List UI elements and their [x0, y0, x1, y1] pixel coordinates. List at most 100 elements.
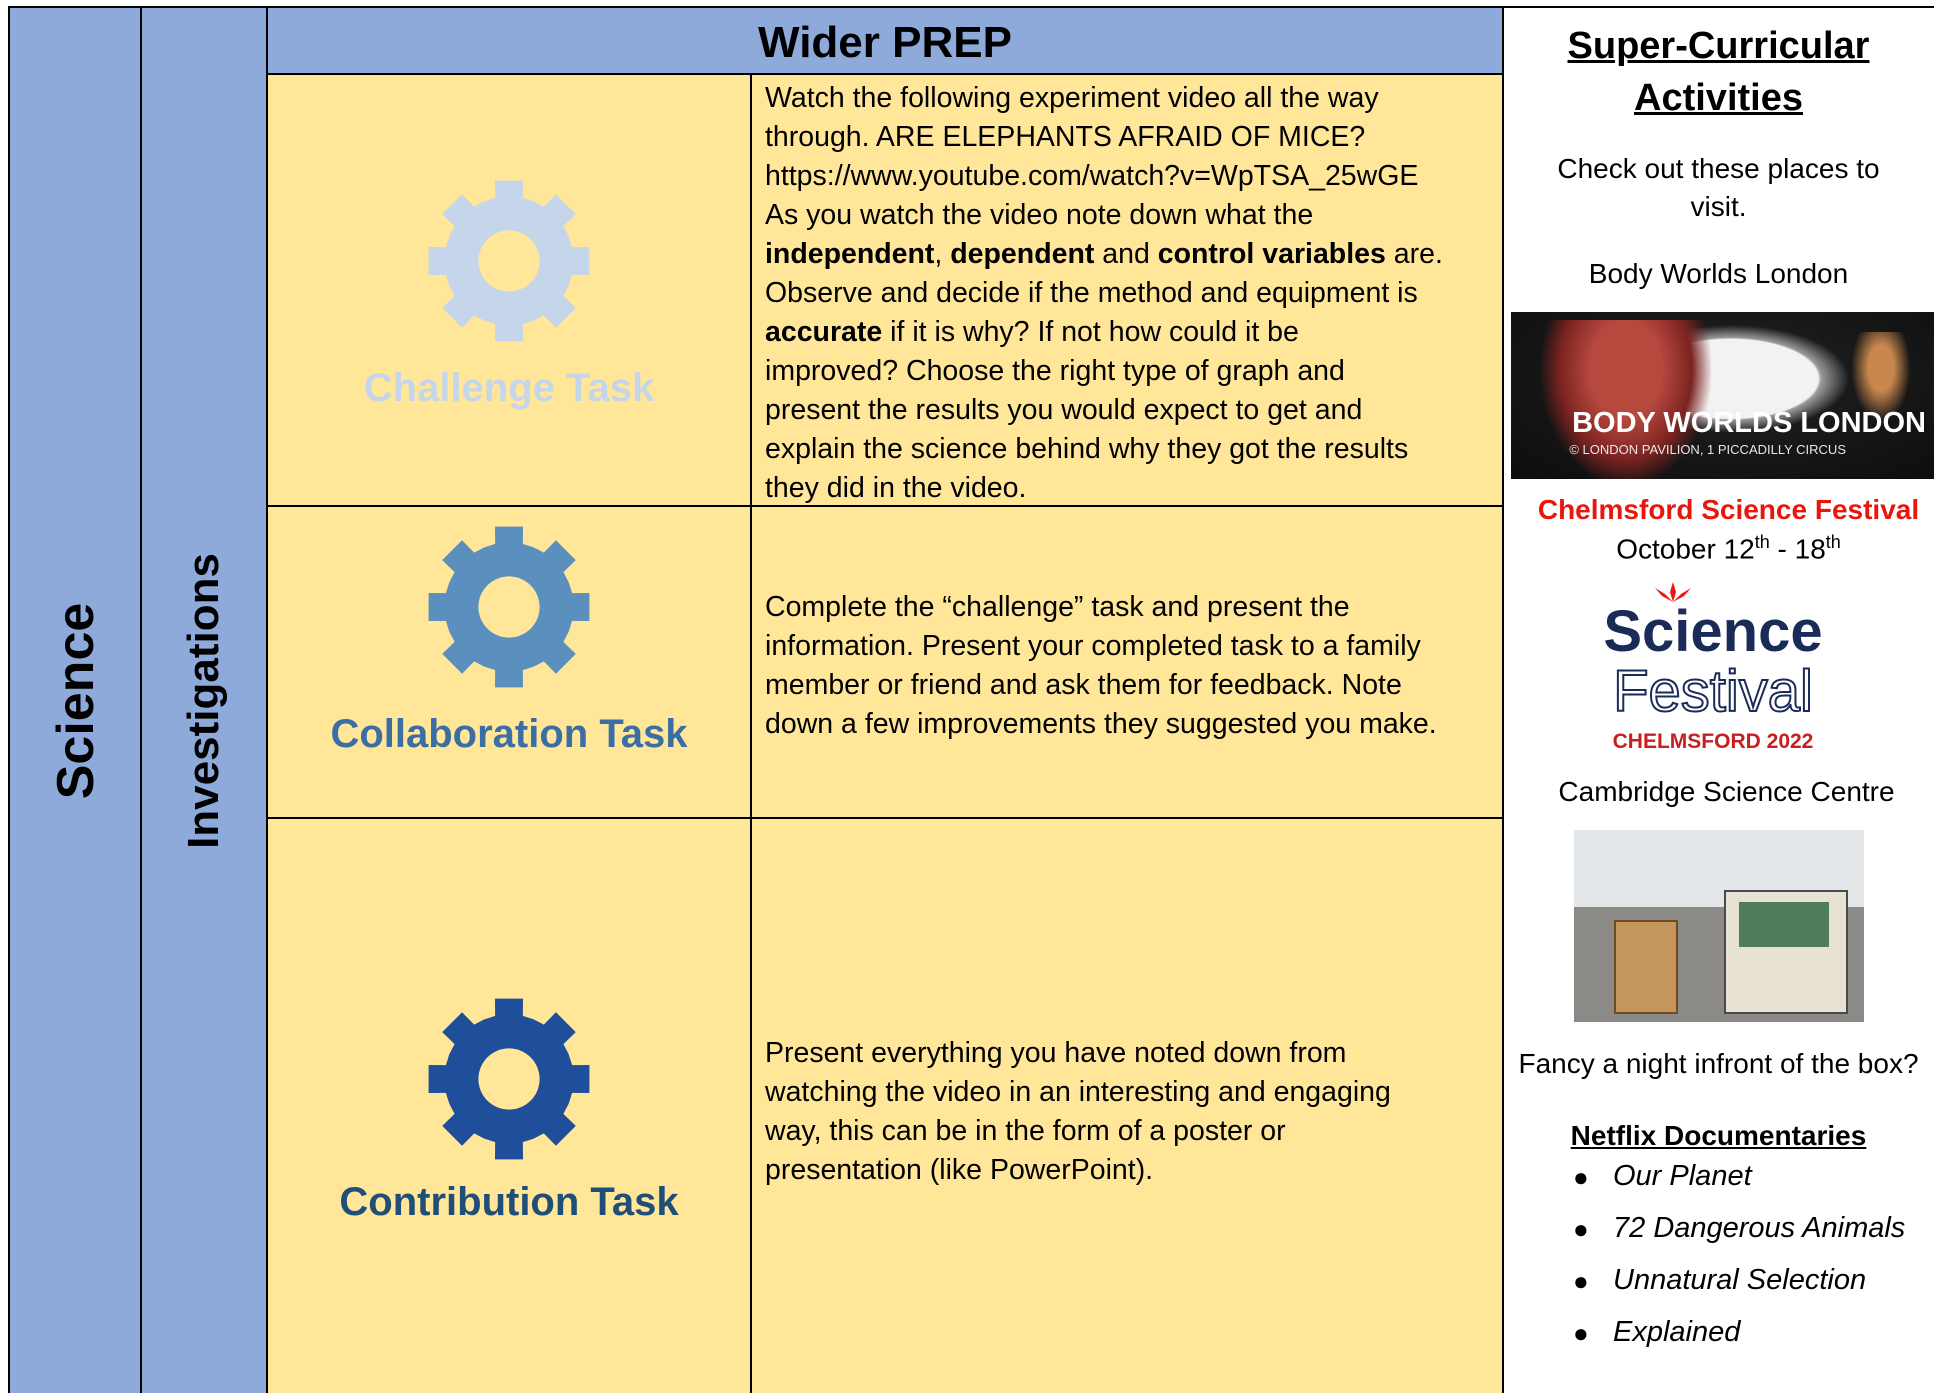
text-run: Present everything you have noted down f…	[765, 1037, 1347, 1069]
sidebar-intro-line2: visit.	[1690, 191, 1747, 222]
documentary-list: ●Our Planet●72 Dangerous Animals●Unnatur…	[1503, 1156, 1934, 1364]
grid-line	[1502, 8, 1504, 1393]
gear-icon	[428, 180, 590, 342]
text-run: and	[1094, 238, 1158, 270]
body-worlds-image-subtitle: © LONDON PAVILION, 1 PICCADILLY CIRCUS	[1569, 442, 1846, 457]
description-line: As you watch the video note down what th…	[765, 196, 1489, 235]
text-run: Complete the “challenge” task and presen…	[765, 591, 1350, 623]
documentary-title: 72 Dangerous Animals	[1613, 1212, 1906, 1244]
sidebar-title-line1: Super-Curricular	[1567, 25, 1870, 67]
description-line: through. ARE ELEPHANTS AFRAID OF MICE?	[765, 118, 1489, 157]
text-run: watching the video in an interesting and…	[765, 1076, 1391, 1108]
contribution-description: Present everything you have noted down f…	[765, 1034, 1489, 1190]
contribution-task-label: Contribution Task	[339, 1180, 679, 1224]
description-line: way, this can be in the form of a poster…	[765, 1112, 1489, 1151]
grid-line	[266, 505, 1504, 507]
text-run: Watch the following experiment video all…	[765, 82, 1379, 114]
collaboration-task-cell: Collaboration Task	[267, 506, 751, 818]
description-line: they did in the video.	[765, 469, 1489, 508]
contribution-task-cell: Contribution Task	[267, 818, 751, 1393]
documentary-title: Our Planet	[1613, 1160, 1752, 1192]
topic-column: Investigations	[141, 8, 267, 1393]
logo-science-word: Science	[1603, 599, 1823, 664]
science-festival-logo: Science Festival CHELMSFORD 2022	[1595, 580, 1831, 764]
grid-line	[750, 74, 752, 1393]
text-run: through. ARE ELEPHANTS AFRAID OF MICE?	[765, 121, 1366, 153]
description-line: down a few improvements they suggested y…	[765, 705, 1489, 744]
challenge-task-cell: Challenge Task	[267, 74, 751, 506]
text-run: Observe and decide if the method and equ…	[765, 277, 1418, 309]
grid-line	[8, 8, 10, 1393]
description-line: explain the science behind why they got …	[765, 430, 1489, 469]
festival-date-suffix1: th	[1754, 532, 1770, 552]
challenge-task-label: Challenge Task	[363, 366, 655, 410]
text-run: member or friend and ask them for feedba…	[765, 669, 1402, 701]
spark-icon	[1655, 582, 1691, 602]
description-line: member or friend and ask them for feedba…	[765, 666, 1489, 705]
subject-column: Science	[10, 8, 141, 1393]
place-body-worlds: Body Worlds London	[1588, 258, 1849, 289]
sidebar-intro-line1: Check out these places to	[1557, 153, 1880, 184]
bold-term: accurate	[765, 316, 883, 348]
page-title: Wider PREP	[758, 18, 1012, 67]
description-line: https://www.youtube.com/watch?v=WpTSA_25…	[765, 157, 1489, 196]
description-line: watching the video in an interesting and…	[765, 1073, 1489, 1112]
text-run: presentation (like PowerPoint).	[765, 1154, 1154, 1186]
gear-hole	[478, 1048, 540, 1110]
gear-hole	[478, 230, 540, 292]
grid-line	[266, 817, 1504, 819]
description-line: Complete the “challenge” task and presen…	[765, 588, 1489, 627]
exhibit-screen	[1739, 902, 1829, 947]
festival-name: Chelmsford Science Festival	[1537, 494, 1920, 525]
place-cambridge-science-centre: Cambridge Science Centre	[1558, 776, 1895, 807]
bold-term: control variables	[1157, 238, 1386, 270]
text-run: are.	[1385, 238, 1443, 270]
logo-chelmsford-line: CHELMSFORD 2022	[1612, 730, 1814, 753]
description-line: accurate if it is why? If not how could …	[765, 313, 1489, 352]
description-line: information. Present your completed task…	[765, 627, 1489, 666]
bullet-icon: ●	[1573, 1266, 1589, 1296]
topic-label: Investigations	[179, 552, 228, 849]
body-worlds-image-title: BODY WORLDS LONDON	[1572, 407, 1926, 439]
text-run: if it is why? If not how could it be	[882, 316, 1299, 348]
netflix-title: Netflix Documentaries	[1570, 1120, 1867, 1151]
text-run: present the results you would expect to …	[765, 394, 1363, 426]
subject-label: Science	[46, 602, 105, 799]
festival-date: October 12th - 18th	[1523, 532, 1934, 565]
collaboration-task-label: Collaboration Task	[330, 712, 688, 756]
gear-hole	[478, 576, 540, 638]
festival-date-end: - 18	[1769, 533, 1826, 565]
text-run: As you watch the video note down what th…	[765, 199, 1314, 231]
documentary-item: ●Explained	[1503, 1312, 1934, 1364]
header-bar: Wider PREP	[267, 8, 1503, 74]
text-run: way, this can be in the form of a poster…	[765, 1115, 1286, 1147]
super-curricular-panel: Super-Curricular Activities Check out th…	[1503, 8, 1934, 1393]
grid-line	[8, 6, 1934, 8]
prep-sheet: Science Investigations Wider PREP Challe…	[8, 6, 1934, 1393]
logo-festival-word: Festival	[1612, 659, 1814, 725]
body-worlds-image: BODY WORLDS LONDON © LONDON PAVILION, 1 …	[1511, 312, 1934, 479]
description-line: independent, dependent and control varia…	[765, 235, 1489, 274]
text-run: improved? Choose the right type of graph…	[765, 355, 1345, 387]
cambridge-science-centre-image	[1574, 830, 1864, 1022]
contribution-description-cell: Present everything you have noted down f…	[751, 818, 1503, 1393]
challenge-description: Watch the following experiment video all…	[765, 79, 1489, 508]
text-run: explain the science behind why they got …	[765, 433, 1409, 465]
festival-date-suffix2: th	[1825, 532, 1841, 552]
documentary-title: Unnatural Selection	[1613, 1264, 1867, 1296]
collaboration-description-cell: Complete the “challenge” task and presen…	[751, 506, 1503, 818]
documentary-item: ● Unnatural Selection	[1503, 1260, 1934, 1312]
description-line: Watch the following experiment video all…	[765, 79, 1489, 118]
box-question: Fancy a night infront of the box?	[1518, 1048, 1919, 1079]
bold-term: independent	[765, 238, 935, 270]
description-line: Present everything you have noted down f…	[765, 1034, 1489, 1073]
description-line: improved? Choose the right type of graph…	[765, 352, 1489, 391]
text-run: https://www.youtube.com/watch?v=WpTSA_25…	[765, 160, 1419, 192]
bullet-icon: ●	[1573, 1214, 1589, 1244]
documentary-item: ● 72 Dangerous Animals	[1503, 1208, 1934, 1260]
challenge-description-cell: Watch the following experiment video all…	[751, 74, 1503, 506]
text-run: they did in the video.	[765, 472, 1027, 504]
gear-icon	[428, 526, 590, 688]
description-line: Observe and decide if the method and equ…	[765, 274, 1489, 313]
text-run: ,	[934, 238, 951, 270]
